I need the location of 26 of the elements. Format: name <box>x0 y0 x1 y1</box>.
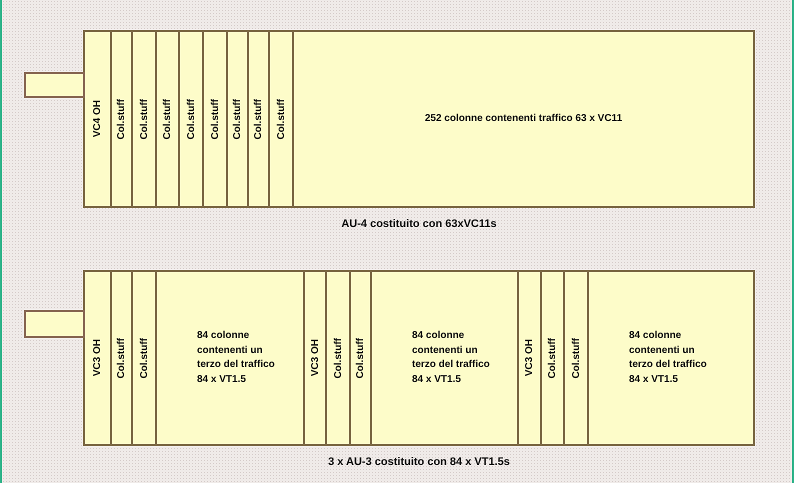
column-label: VC3 OH <box>310 339 320 377</box>
column-label: Col.stuff <box>116 98 127 140</box>
payload-text: 252 colonne contenenti traffico 63 x VC11 <box>424 112 624 126</box>
column-label: Col.stuff <box>276 98 286 140</box>
column-label: Col.stuff <box>186 98 196 140</box>
column-label: Col.stuff <box>232 98 243 140</box>
column-label: Col.stuff <box>138 338 150 378</box>
column-label: Col.stuff <box>116 338 127 378</box>
column-label: VC3 OH <box>524 339 535 377</box>
column-label: Col.stuff <box>547 338 558 378</box>
pointer-tab <box>24 310 85 338</box>
pointer-tab <box>24 72 85 98</box>
column-label: Col.stuff <box>355 338 366 378</box>
frame-caption: 3 x AU-3 costituito con 84 x VT1.5s <box>327 456 511 468</box>
column-label: Col.stuff <box>332 338 344 378</box>
column-label: VC3 OH <box>92 339 103 377</box>
column-label: Col.stuff <box>570 338 582 378</box>
column-label: Col.stuff <box>162 98 173 140</box>
payload-text: 84 colonne contenenti un terzo del traffico 84 x VT1.5 <box>411 329 491 386</box>
column-label: Col.stuff <box>210 98 220 140</box>
frame-caption: AU-4 costituito con 63xVC11s <box>340 218 498 230</box>
payload-text: 84 colonne contenenti un terzo del traffico 84 x VT1.5 <box>628 329 708 386</box>
column-label: Col.stuff <box>138 98 150 140</box>
payload-text: 84 colonne contenenti un terzo del traffico 84 x VT1.5 <box>196 329 276 386</box>
column-label: Col.stuff <box>253 98 264 140</box>
column-label: VC4 OH <box>92 100 103 138</box>
